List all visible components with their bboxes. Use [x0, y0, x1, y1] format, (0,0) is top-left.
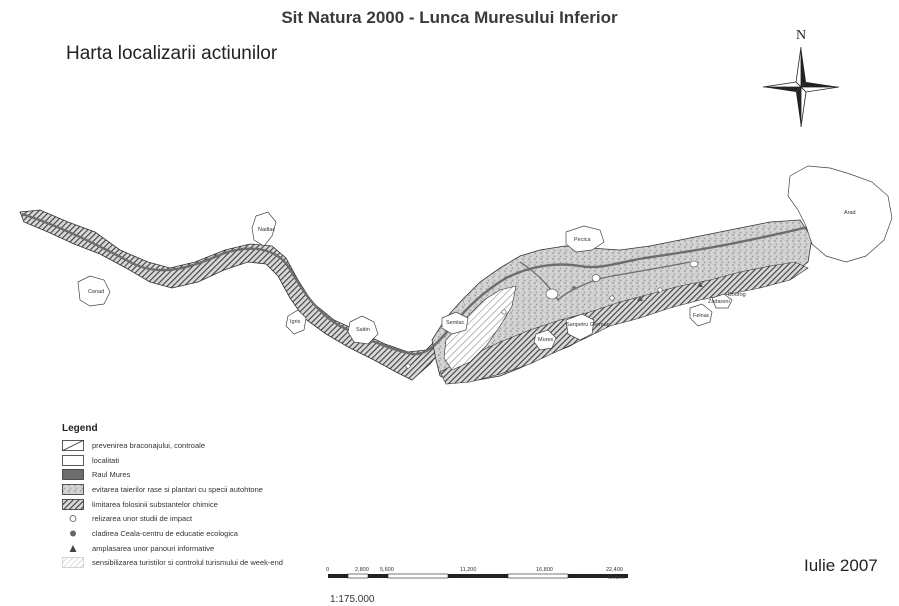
scale-tick-5: 22,400 — [606, 567, 623, 573]
scale-tick-3: 11,200 — [460, 567, 476, 573]
town-label-mures: Mures — [538, 337, 554, 343]
town-sanpetru — [565, 313, 595, 341]
open-circle-icon — [69, 515, 77, 523]
triangle-icon — [69, 544, 77, 552]
map-date: Iulie 2007 — [804, 556, 878, 575]
dense-hatch-swatch-icon — [62, 498, 84, 510]
town-swatch-icon — [62, 454, 84, 466]
map-subtitle: Harta localizarii actiunilor — [66, 43, 278, 64]
scale-ratio: 1:175.000 — [330, 594, 375, 605]
legend-item-localitati: localitati — [62, 453, 332, 468]
scale-bar: 0 2,800 5,600 11,200 16,800 22,400 Meter… — [326, 567, 628, 581]
town-saitin — [347, 315, 379, 345]
filled-circle-icon — [70, 530, 76, 537]
town-cenad — [77, 275, 111, 307]
legend-label: prevenirea braconajului, controale — [92, 440, 205, 450]
hatch-swatch-icon — [62, 439, 84, 451]
scale-tick-0: 0 — [326, 567, 329, 573]
legend-item-prevenirea: prevenirea braconajului, controale — [62, 438, 332, 453]
legend-item-amplasarea: amplasarea unor panouri informative — [62, 541, 332, 556]
north-arrow: N — [762, 28, 840, 128]
legend-title: Legend — [62, 423, 98, 434]
town-pecica — [565, 225, 605, 253]
scale-unit: Meters — [608, 575, 625, 581]
river-mures — [21, 212, 813, 356]
legend-item-evitarea: evitarea taierilor rase si plantari cu s… — [62, 482, 332, 497]
legend: Legend prevenirea braconajului, controal… — [62, 423, 332, 570]
light-zone — [443, 285, 517, 371]
north-label: N — [796, 28, 806, 43]
legend-label: limitarea folosinii substantelor chimice — [92, 499, 218, 509]
map-title: Sit Natura 2000 - Lunca Muresului Inferi… — [281, 8, 618, 27]
towns — [77, 165, 893, 351]
town-label-nadlac: Nadlac — [258, 227, 275, 233]
corridor-east-band — [439, 261, 809, 385]
river-swatch-icon — [62, 469, 84, 481]
town-label-bodrog: Bodrog — [728, 292, 746, 298]
light-hatch-swatch-icon — [62, 557, 84, 569]
town-label-cenad: Cenad — [88, 289, 104, 295]
scale-tick-1: 2,800 — [355, 567, 369, 573]
legend-item-cladirea: cladirea Ceala-centru de educatie ecolog… — [62, 526, 332, 541]
town-nadlac — [251, 211, 277, 247]
legend-label: amplasarea unor panouri informative — [92, 543, 215, 553]
legend-label: sensibilizarea turistilor si controlul t… — [92, 558, 283, 568]
town-label-zadareni: Zadareni — [708, 299, 730, 305]
town-label-igris: Igris — [290, 319, 301, 325]
town-zadareni — [711, 293, 733, 309]
legend-label: evitarea taierilor rase si plantari cu s… — [92, 484, 263, 494]
town-label-saitin: Saitin — [356, 327, 370, 333]
legend-item-sensibilizarea: sensibilizarea turistilor si controlul t… — [62, 556, 332, 571]
town-mures — [533, 329, 557, 351]
town-label-sanpetru: Sanpetru German — [566, 322, 610, 328]
town-label-felnac: Felnac — [693, 313, 710, 319]
town-semlac — [441, 311, 469, 335]
action-markers — [405, 282, 703, 369]
legend-label: cladirea Ceala-centru de educatie ecolog… — [92, 528, 238, 538]
town-arad — [787, 165, 893, 263]
scale-tick-2: 5,600 — [380, 567, 394, 573]
legend-item-limitarea: limitarea folosinii substantelor chimice — [62, 497, 332, 512]
speckle-swatch-icon — [62, 484, 84, 495]
town-label-pecica: Pecica — [574, 237, 591, 243]
legend-label: relizarea unor studii de impact — [92, 514, 193, 524]
town-label-arad: Arad — [844, 210, 856, 216]
legend-item-raul: Raul Mures — [62, 467, 332, 482]
town-igris — [285, 309, 307, 335]
legend-item-realizarea: relizarea unor studii de impact — [62, 511, 332, 526]
town-label-semlac: Semlac — [446, 320, 465, 326]
town-felnac — [689, 303, 713, 327]
scale-tick-4: 16,800 — [536, 567, 553, 573]
legend-label: localitati — [92, 455, 120, 465]
legend-label: Raul Mures — [92, 470, 131, 480]
